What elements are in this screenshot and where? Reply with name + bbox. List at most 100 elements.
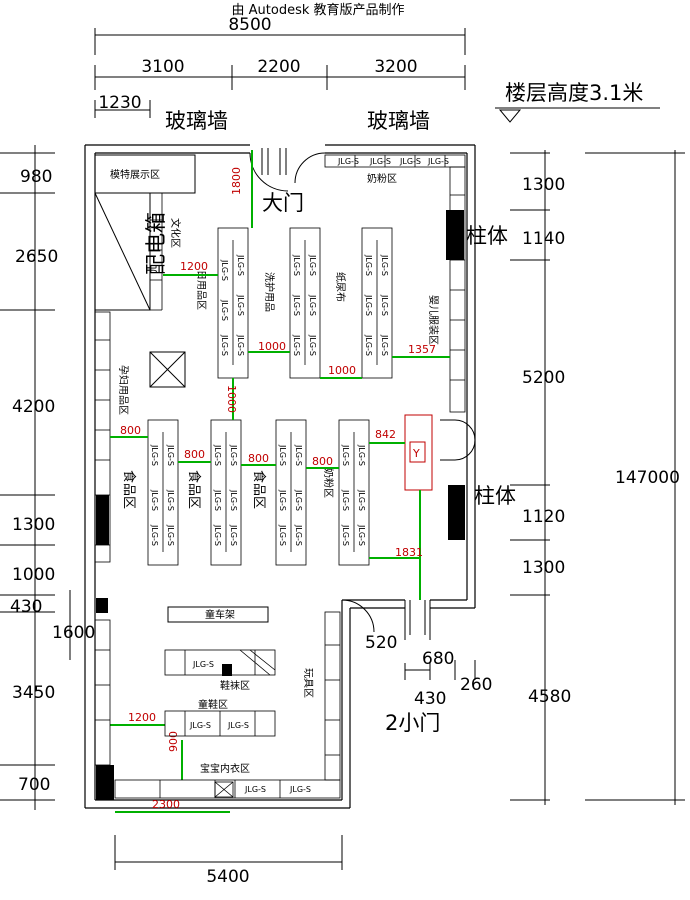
svg-text:JLG-S: JLG-S xyxy=(150,524,159,546)
svg-text:JLG-S: JLG-S xyxy=(341,524,350,546)
food3-label: 食品区 xyxy=(251,470,267,509)
dim-260: 260 xyxy=(460,675,492,695)
svg-text:JLG-S: JLG-S xyxy=(357,444,366,466)
dim-left-1600: 1600 xyxy=(52,623,95,643)
model-display-label: 模特展示区 xyxy=(110,169,160,181)
left-dims-lines xyxy=(0,145,71,810)
wash-goods-label: 洗护用品 xyxy=(263,272,276,312)
daily-goods-label: 日用品区 xyxy=(195,270,207,310)
elec-box-label: 配电箱 xyxy=(144,212,168,275)
svg-text:JLG-S: JLG-S xyxy=(236,294,245,316)
right-wall-shelf xyxy=(449,166,466,413)
cart-rack-label: 童车架 xyxy=(205,608,235,621)
svg-text:JLG-S: JLG-S xyxy=(380,334,389,356)
dim-3200: 3200 xyxy=(374,57,417,77)
stationery-shelf xyxy=(150,192,163,311)
dim-5400: 5400 xyxy=(206,867,249,887)
svg-text:JLG-S: JLG-S xyxy=(380,254,389,276)
svg-text:JLG-S: JLG-S xyxy=(364,254,373,276)
aisle-800c: 800 xyxy=(248,452,269,465)
dim-right-5200: 5200 xyxy=(522,368,565,388)
dim-right-1120: 1120 xyxy=(522,507,565,527)
pillar-left-1 xyxy=(96,495,109,545)
svg-text:JLG-S: JLG-S xyxy=(227,721,249,730)
cashier-desk[interactable] xyxy=(404,414,433,491)
svg-text:JLG-S: JLG-S xyxy=(380,294,389,316)
svg-text:JLG-S: JLG-S xyxy=(213,444,222,466)
svg-text:JLG-S: JLG-S xyxy=(292,254,301,276)
aisle-800d: 800 xyxy=(312,455,333,468)
header-text: 由 Autodesk 教育版产品制作 xyxy=(232,2,405,18)
aisle-900: 900 xyxy=(167,731,180,752)
dim-3100: 3100 xyxy=(141,57,184,77)
svg-text:JLG-S: JLG-S xyxy=(189,721,211,730)
svg-text:JLG-S: JLG-S xyxy=(357,489,366,511)
underwear-shelf xyxy=(114,779,341,799)
svg-text:JLG-S: JLG-S xyxy=(337,157,359,166)
bottom-right-dims xyxy=(404,660,476,680)
svg-text:JLG-S: JLG-S xyxy=(166,489,175,511)
toys-label: 玩具区 xyxy=(302,668,314,698)
aisle-1000a: 1000 xyxy=(258,340,286,353)
pillar-left-2 xyxy=(96,598,108,613)
svg-text:JLG-S: JLG-S xyxy=(278,489,287,511)
dim-430-door: 430 xyxy=(414,689,446,709)
diapers-label: 纸尿布 xyxy=(334,272,347,302)
dim-right-1300b: 1300 xyxy=(522,558,565,578)
svg-text:JLG-S: JLG-S xyxy=(289,785,311,794)
kids-shoes-label: 童鞋区 xyxy=(198,698,228,711)
dim-left-1000: 1000 xyxy=(12,565,55,585)
svg-text:JLG-S: JLG-S xyxy=(236,254,245,276)
pillar-top-label: 柱体 xyxy=(466,224,508,248)
svg-text:JLG-S: JLG-S xyxy=(278,444,287,466)
glass-wall-right: 玻璃墙 xyxy=(367,109,430,133)
dim-left-3450: 3450 xyxy=(12,683,55,703)
small-door-label: 2小门 xyxy=(385,711,440,735)
svg-text:JLG-S: JLG-S xyxy=(229,444,238,466)
svg-text:JLG-S: JLG-S xyxy=(427,157,449,166)
svg-text:JLG-S: JLG-S xyxy=(341,444,350,466)
aisle-1200b: 1200 xyxy=(128,711,156,724)
svg-text:JLG-S: JLG-S xyxy=(308,334,317,356)
underwear-label: 宝宝内衣区 xyxy=(200,762,250,775)
maternity-label: 孕妇用品区 xyxy=(117,365,130,415)
top-dimensions xyxy=(94,28,466,118)
aisle-1000b: 1000 xyxy=(328,364,356,377)
svg-text:JLG-S: JLG-S xyxy=(294,489,303,511)
svg-text:JLG-S: JLG-S xyxy=(220,334,229,356)
aisle-842: 842 xyxy=(375,428,396,441)
svg-text:JLG-S: JLG-S xyxy=(166,444,175,466)
dim-right-1300: 1300 xyxy=(522,175,565,195)
shelf-units xyxy=(147,227,393,566)
svg-text:JLG-S: JLG-S xyxy=(308,254,317,276)
svg-text:JLG-S: JLG-S xyxy=(150,444,159,466)
svg-text:JLG-S: JLG-S xyxy=(341,489,350,511)
dim-left-4200: 4200 xyxy=(12,397,55,417)
toys-shelf xyxy=(324,611,341,781)
svg-text:JLG-S: JLG-S xyxy=(294,444,303,466)
aisle-2300: 2300 xyxy=(152,798,180,811)
shelf-codes: JLG-S JLG-S JLG-S JLG-S JLG-S JLG-S JLG-… xyxy=(150,254,389,546)
svg-text:JLG-S: JLG-S xyxy=(308,294,317,316)
stationery-label: 文化区 xyxy=(169,218,182,248)
main-door xyxy=(249,148,326,192)
level-marker-icon xyxy=(498,109,522,123)
pillar-top xyxy=(446,210,464,260)
kids-shoes-area xyxy=(164,710,276,737)
dim-total-width: 8500 xyxy=(228,15,271,35)
food1-label: 食品区 xyxy=(121,470,137,509)
glass-wall-left: 玻璃墙 xyxy=(165,109,228,133)
aisle-800b: 800 xyxy=(184,448,205,461)
dim-left-980: 980 xyxy=(20,167,52,187)
dim-left-430: 430 xyxy=(10,597,42,617)
food2-label: 食品区 xyxy=(186,470,202,509)
svg-text:JLG-S: JLG-S xyxy=(244,785,266,794)
aisle-1831: 1831 xyxy=(395,546,423,559)
dim-left-2650: 2650 xyxy=(15,247,58,267)
socks-area xyxy=(164,649,276,676)
svg-text:JLG-S: JLG-S xyxy=(399,157,421,166)
dim-total-height: 147000 xyxy=(615,468,680,488)
small-door xyxy=(341,599,431,640)
left-bottom-shelf xyxy=(94,619,111,766)
